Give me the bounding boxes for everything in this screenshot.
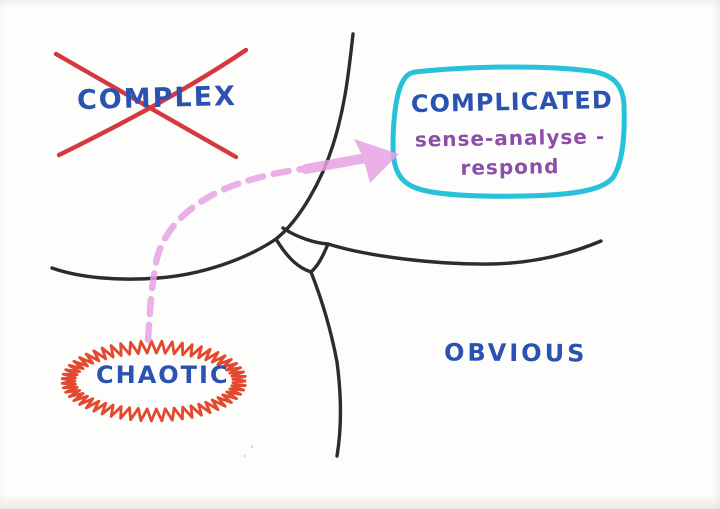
- label-complex: COMPLEX: [76, 80, 238, 117]
- divider-right-curve: [281, 226, 603, 266]
- label-chaotic: CHAOTIC: [96, 361, 230, 389]
- arrow-dashed-stem: [144, 164, 316, 344]
- label-obvious: OBVIOUS: [443, 338, 588, 368]
- transition-arrow-chaotic-to-complicated: [144, 139, 399, 344]
- scan-specks: [244, 445, 254, 457]
- label-complicated-note-line2: respond: [460, 154, 560, 180]
- arrow-solid-shaft: [301, 153, 371, 174]
- cross-out-mark: [53, 47, 249, 160]
- cross-stroke-up: [56, 47, 249, 158]
- quadrant-divider-lines: [50, 32, 603, 458]
- label-complicated-note-line1: sense-analyse -: [414, 124, 606, 152]
- divider-left-curve: [50, 237, 278, 281]
- complicated-box-outline: [390, 64, 627, 199]
- chaotic-burst-outline: [60, 339, 247, 423]
- divider-fold-stroke: [309, 242, 330, 274]
- divider-top-curve: [274, 32, 355, 241]
- arrow-head: [354, 139, 399, 183]
- label-complicated: COMPLICATED: [410, 85, 613, 119]
- cross-stroke-down: [53, 51, 239, 160]
- divider-bottom-curve: [274, 237, 343, 458]
